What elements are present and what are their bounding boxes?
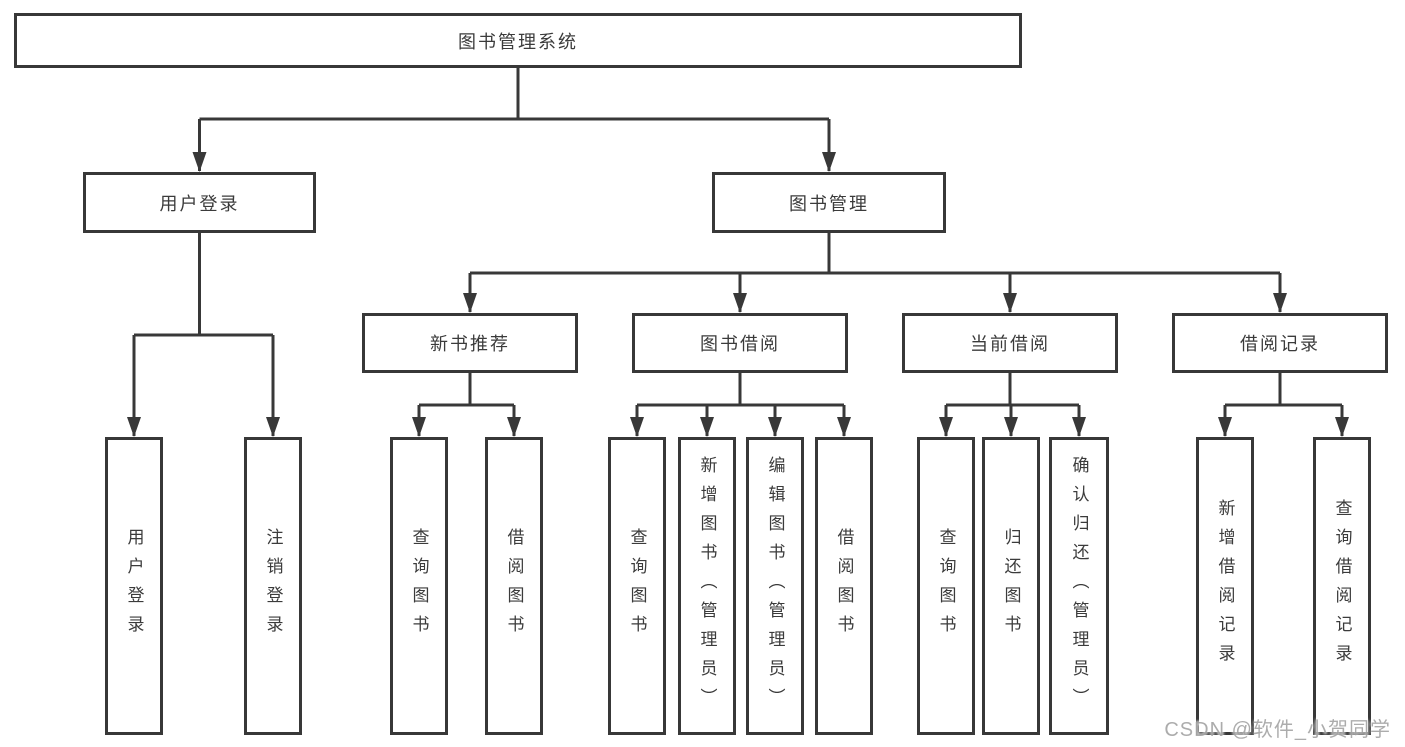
- leaf-return-book-label: 归还图书: [1001, 528, 1021, 644]
- node-borrow-records-label: 借阅记录: [1240, 334, 1320, 354]
- leaf-logout: 注销登录: [244, 437, 302, 735]
- leaf-user-login: 用户登录: [105, 437, 163, 735]
- node-book-borrowing: 图书借阅: [632, 313, 848, 373]
- leaf-query-books-current-label: 查询图书: [936, 528, 956, 644]
- leaf-add-borrow-record: 新增借阅记录: [1196, 437, 1254, 735]
- node-new-book-recommend: 新书推荐: [362, 313, 578, 373]
- node-new-book-recommend-label: 新书推荐: [430, 334, 510, 354]
- leaf-add-book-admin-label: 新增图书（管理员）: [697, 455, 717, 717]
- csdn-watermark: CSDN @软件_小贺同学: [1164, 719, 1391, 741]
- leaf-logout-label: 注销登录: [263, 528, 283, 644]
- leaf-query-books-current: 查询图书: [917, 437, 975, 735]
- node-book-management: 图书管理: [712, 172, 946, 233]
- leaf-query-books-recommend-label: 查询图书: [409, 528, 429, 644]
- leaf-edit-book-admin: 编辑图书（管理员）: [746, 437, 804, 735]
- leaf-query-borrow-record-label: 查询借阅记录: [1332, 499, 1352, 673]
- node-current-borrowing-label: 当前借阅: [970, 334, 1050, 354]
- leaf-borrow-books-recommend: 借阅图书: [485, 437, 543, 735]
- leaf-add-borrow-record-label: 新增借阅记录: [1215, 499, 1235, 673]
- leaf-borrow-books-recommend-label: 借阅图书: [504, 528, 524, 644]
- leaf-query-books-borrowing-label: 查询图书: [627, 528, 647, 644]
- leaf-borrow-books-borrowing: 借阅图书: [815, 437, 873, 735]
- node-borrow-records: 借阅记录: [1172, 313, 1388, 373]
- node-root-library-system: 图书管理系统: [14, 13, 1022, 68]
- node-current-borrowing: 当前借阅: [902, 313, 1118, 373]
- node-book-borrowing-label: 图书借阅: [700, 334, 780, 354]
- node-book-management-label: 图书管理: [789, 193, 869, 214]
- leaf-edit-book-admin-label: 编辑图书（管理员）: [765, 455, 785, 717]
- leaf-query-books-borrowing: 查询图书: [608, 437, 666, 735]
- leaf-user-login-label: 用户登录: [124, 528, 144, 644]
- leaf-query-borrow-record: 查询借阅记录: [1313, 437, 1371, 735]
- leaf-query-books-recommend: 查询图书: [390, 437, 448, 735]
- leaf-add-book-admin: 新增图书（管理员）: [678, 437, 736, 735]
- node-root-label: 图书管理系统: [458, 31, 578, 52]
- node-user-login: 用户登录: [83, 172, 316, 233]
- leaf-return-book: 归还图书: [982, 437, 1040, 735]
- leaf-confirm-return-admin: 确认归还（管理员）: [1049, 437, 1109, 735]
- node-user-login-label: 用户登录: [159, 193, 240, 214]
- leaf-confirm-return-admin-label: 确认归还（管理员）: [1069, 455, 1089, 717]
- leaf-borrow-books-borrowing-label: 借阅图书: [834, 528, 854, 644]
